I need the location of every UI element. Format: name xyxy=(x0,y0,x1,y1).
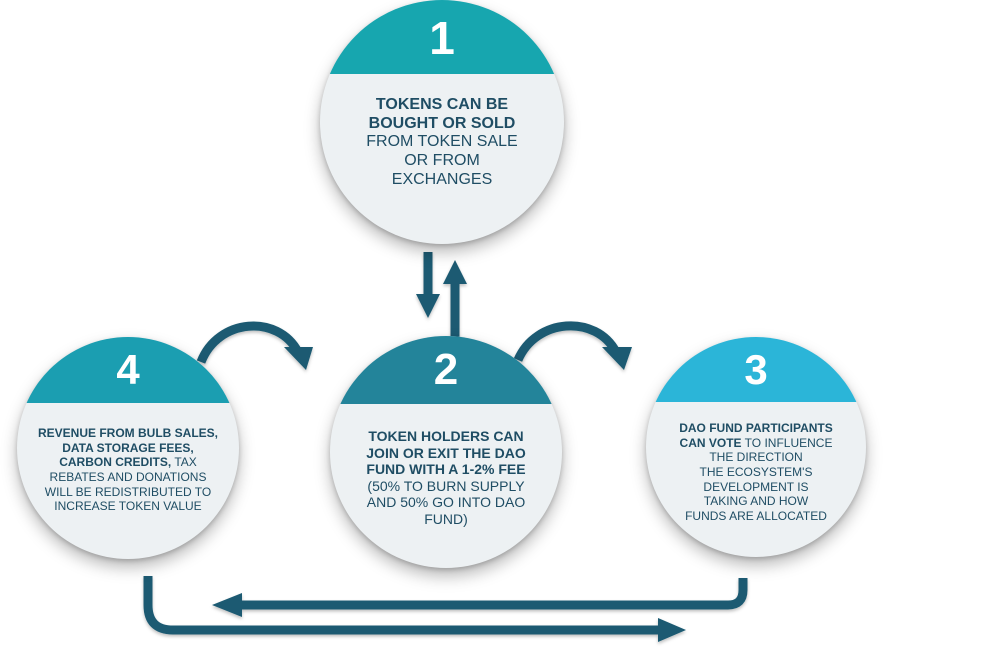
step-4-bold-line-3: CARBON CREDITS, xyxy=(59,455,172,470)
step-4-bold-line-1: REVENUE FROM BULB SALES, xyxy=(37,426,218,440)
step-3-line-1: THE DIRECTION xyxy=(709,450,803,465)
step-4-line-2: WILL BE REDISTRIBUTED TO xyxy=(44,484,212,499)
step-2-text: TOKEN HOLDERS CAN JOIN OR EXIT THE DAO F… xyxy=(346,428,546,527)
step-2-bold-line-3: FUND WITH A 1-2% FEE xyxy=(366,461,526,478)
step-3-line-5: FUNDS ARE ALLOCATED xyxy=(685,508,827,523)
step-4-line-1: REBATES AND DONATIONS xyxy=(49,469,207,484)
arrow-bottom-right-head xyxy=(658,618,686,642)
step-1-circle: 1 TOKENS CAN BE BOUGHT OR SOLD FROM TOKE… xyxy=(320,0,564,244)
step-1-line-3: EXCHANGES xyxy=(391,170,493,188)
step-2-line-3: FUND) xyxy=(424,510,468,527)
step-2-bold-line-2: JOIN OR EXIT THE DAO xyxy=(366,444,526,461)
step-1-bold-line-2: BOUGHT OR SOLD xyxy=(368,114,516,132)
step-2-bold-line-1: TOKEN HOLDERS CAN xyxy=(368,428,524,444)
step-1-bold-line-1: TOKENS CAN BE xyxy=(375,96,509,113)
step-3-line-3: DEVELOPMENT IS xyxy=(703,479,809,494)
step-3-bold-line-2: CAN VOTE xyxy=(679,435,742,450)
step-1-text: TOKENS CAN BE BOUGHT OR SOLD FROM TOKEN … xyxy=(342,96,542,190)
arrow-bottom-left xyxy=(240,578,748,610)
arrow-curve-4-to-2-head xyxy=(284,347,313,370)
step-4-bold-line-2: DATA STORAGE FEES, xyxy=(62,440,194,455)
step-2-line-1: (50% TO BURN SUPPLY xyxy=(367,477,525,494)
step-3-line-2-rest: TO INFLUENCE xyxy=(741,435,833,450)
step-4-text: REVENUE FROM BULB SALES, DATA STORAGE FE… xyxy=(27,426,229,514)
step-3-number: 3 xyxy=(646,337,866,402)
step-3-circle: 3 DAO FUND PARTICIPANTS CAN VOTE TO INFL… xyxy=(646,337,866,557)
step-3-bold-line-1: DAO FUND PARTICIPANTS xyxy=(679,421,833,435)
arrow-bottom-right xyxy=(143,576,660,635)
arrow-curve-2-to-3-head xyxy=(602,347,632,370)
step-1-line-2: OR FROM xyxy=(404,152,480,170)
step-3-line-4: TAKING AND HOW xyxy=(703,494,809,509)
step-2-line-2: AND 50% GO INTO DAO xyxy=(366,494,526,511)
step-1-number: 1 xyxy=(320,0,564,74)
step-3-text: DAO FUND PARTICIPANTS CAN VOTE TO INFLUE… xyxy=(666,421,846,523)
step-4-line-3-rest: TAX xyxy=(171,455,197,470)
step-2-circle: 2 TOKEN HOLDERS CAN JOIN OR EXIT THE DAO… xyxy=(330,336,562,568)
step-1-line-1: FROM TOKEN SALE xyxy=(366,133,518,151)
arrow-up-head xyxy=(443,260,467,284)
step-3-line-2: THE ECOSYSTEM'S xyxy=(699,464,813,479)
step-4-circle: 4 REVENUE FROM BULB SALES, DATA STORAGE … xyxy=(17,337,239,559)
step-4-number: 4 xyxy=(17,337,239,403)
step-4-line-3: INCREASE TOKEN VALUE xyxy=(54,499,202,514)
step-2-number: 2 xyxy=(330,336,562,404)
arrow-down-head xyxy=(416,294,440,318)
arrow-bottom-left-head xyxy=(212,593,242,617)
